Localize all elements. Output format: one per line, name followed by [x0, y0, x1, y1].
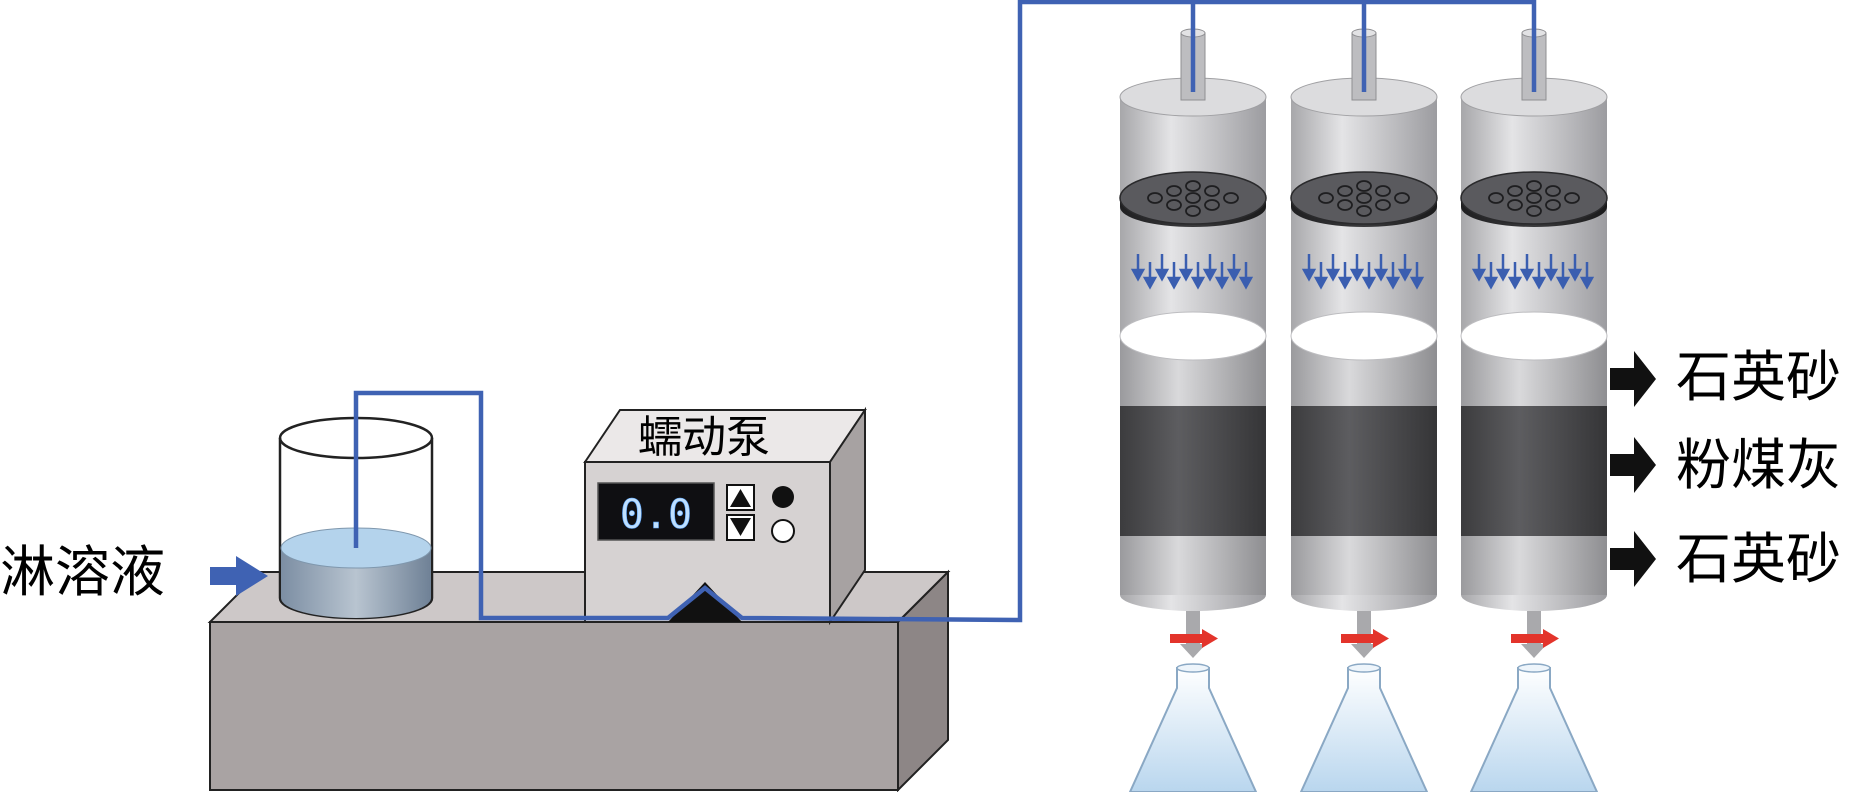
columns	[1119, 28, 1608, 792]
leaching-column	[1460, 28, 1608, 792]
pump-label: 蠕动泵	[638, 412, 770, 463]
eluent-label: 淋溶液	[0, 540, 165, 604]
quartz-sand-bottom-label: 石英砂	[1676, 527, 1841, 591]
pump-display-value: 0.0	[620, 492, 692, 538]
distributor-plate	[1119, 171, 1267, 225]
leaching-column	[1119, 28, 1267, 792]
fly-ash-label: 粉煤灰	[1676, 433, 1841, 497]
quartz-sand-layer	[1291, 536, 1437, 595]
quartz-sand-top-label: 石英砂	[1676, 345, 1841, 409]
outflow-arrow-icon	[1170, 629, 1218, 648]
up-down-button-icon[interactable]	[726, 484, 755, 541]
tubing	[353, 0, 1537, 623]
distributor-plate	[1290, 171, 1438, 225]
right-arrow-icon	[210, 556, 268, 596]
layer-labels: 石英砂 粉煤灰 石英砂	[1610, 345, 1841, 591]
down-arrow-icon	[1301, 254, 1425, 290]
outflow-arrow-icon	[1341, 629, 1389, 648]
fly-ash-layer	[1461, 406, 1607, 536]
down-arrow-icon	[1471, 254, 1595, 290]
eluent-input-arrow: 淋溶液	[0, 540, 268, 604]
pump-display-screen	[597, 482, 715, 541]
distributor-plate	[1460, 171, 1608, 225]
collection-flask	[1299, 667, 1429, 792]
pump-roller-head	[668, 582, 742, 622]
collection-flask	[1469, 667, 1599, 792]
collection-flask	[1128, 667, 1258, 792]
outflow-arrow-icon	[1511, 629, 1559, 648]
right-arrow-icon	[1610, 351, 1656, 587]
pump-run-button[interactable]	[772, 486, 794, 508]
quartz-sand-layer	[1461, 536, 1607, 595]
fly-ash-layer	[1120, 406, 1266, 536]
down-arrow-icon	[1130, 254, 1254, 290]
pump-stop-button[interactable]	[771, 519, 795, 543]
fly-ash-layer	[1291, 406, 1437, 536]
quartz-sand-layer	[1120, 536, 1266, 595]
peristaltic-pump: 0.0 蠕动泵	[583, 406, 867, 626]
leaching-column	[1290, 28, 1438, 792]
